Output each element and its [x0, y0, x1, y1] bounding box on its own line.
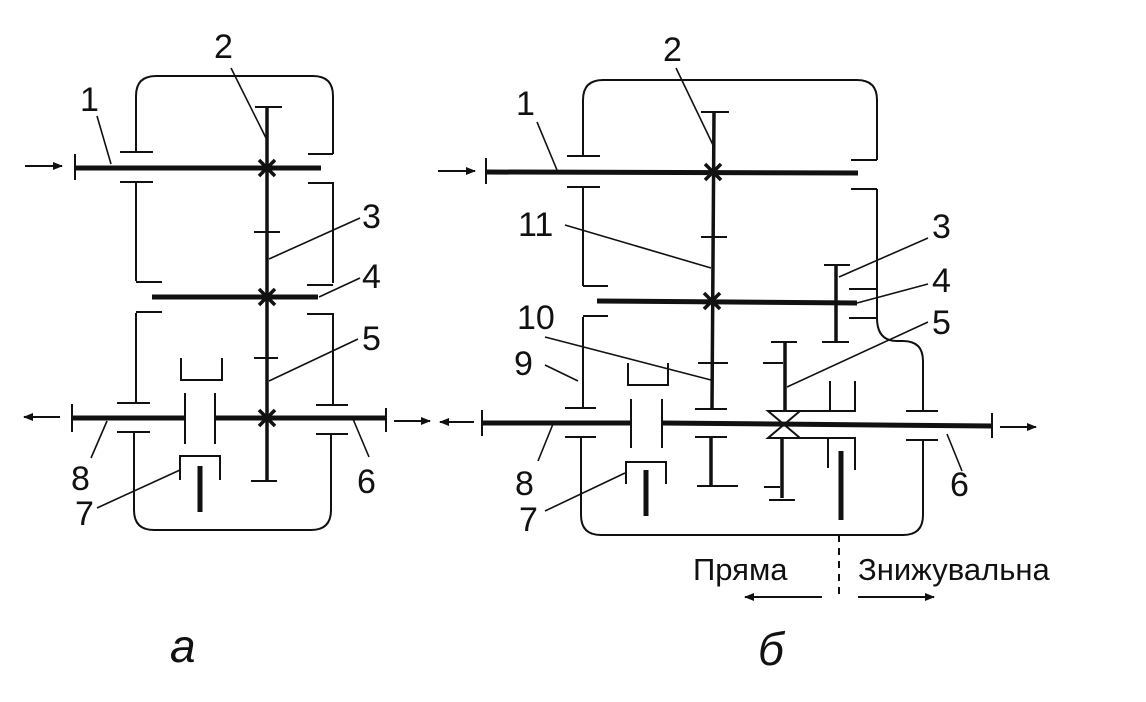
bearings-b — [565, 155, 938, 441]
label-5-a: 5 — [362, 320, 381, 358]
label-1-b: 1 — [516, 85, 535, 123]
range-gear-rims-b — [822, 264, 850, 343]
diagram-a: 1 2 3 4 5 6 7 8 а — [23, 28, 431, 672]
sliding-hub-b — [765, 410, 803, 439]
clutch-a — [179, 358, 223, 480]
label-8-b: 8 — [515, 465, 534, 503]
label-9-b: 9 — [514, 345, 533, 383]
label-2-b: 2 — [663, 31, 682, 69]
front-output-shaft-b — [661, 420, 993, 429]
label-3-a: 3 — [362, 198, 381, 236]
label-6-a: 6 — [357, 463, 376, 501]
output-gear-rims-b — [695, 436, 738, 487]
gear-rims-a — [251, 106, 282, 482]
label-7-a: 7 — [75, 495, 94, 533]
label-1-a: 1 — [80, 81, 99, 119]
label-4-a: 4 — [362, 258, 381, 296]
gear-train-b — [710, 111, 716, 409]
label-11-b: 11 — [518, 206, 553, 244]
range-clutch-b — [800, 381, 856, 470]
sliding-gear-rims-b — [763, 341, 797, 501]
label-5-b: 5 — [932, 304, 951, 342]
clutch-b — [625, 363, 669, 484]
diagram-b: 1 2 3 4 5 6 7 8 9 10 11 Пряма Знижувальн… — [438, 31, 1050, 675]
mode-reduction-label: Знижувальна — [858, 552, 1050, 587]
input-shaft-b — [484, 169, 859, 176]
caption-b: б — [758, 623, 786, 675]
leader-lines-a — [90, 67, 370, 509]
spline-marks-b — [702, 162, 723, 311]
label-8-a: 8 — [71, 460, 90, 498]
caption-a: а — [170, 620, 196, 672]
gear-rims-b — [695, 111, 729, 410]
label-2-a: 2 — [214, 28, 233, 66]
label-3-b: 3 — [932, 208, 951, 246]
housing-b — [580, 79, 924, 536]
label-7-b: 7 — [519, 501, 538, 539]
leader-lines-b — [536, 67, 963, 512]
spline-marks-a — [257, 158, 277, 428]
label-6-b: 6 — [950, 466, 969, 504]
intermediate-shaft-b — [596, 298, 858, 306]
housing-a — [133, 75, 334, 531]
label-4-b: 4 — [932, 262, 951, 300]
bearings-a — [117, 151, 348, 435]
label-10-b: 10 — [517, 299, 555, 337]
mode-direct-label: Пряма — [693, 552, 788, 587]
